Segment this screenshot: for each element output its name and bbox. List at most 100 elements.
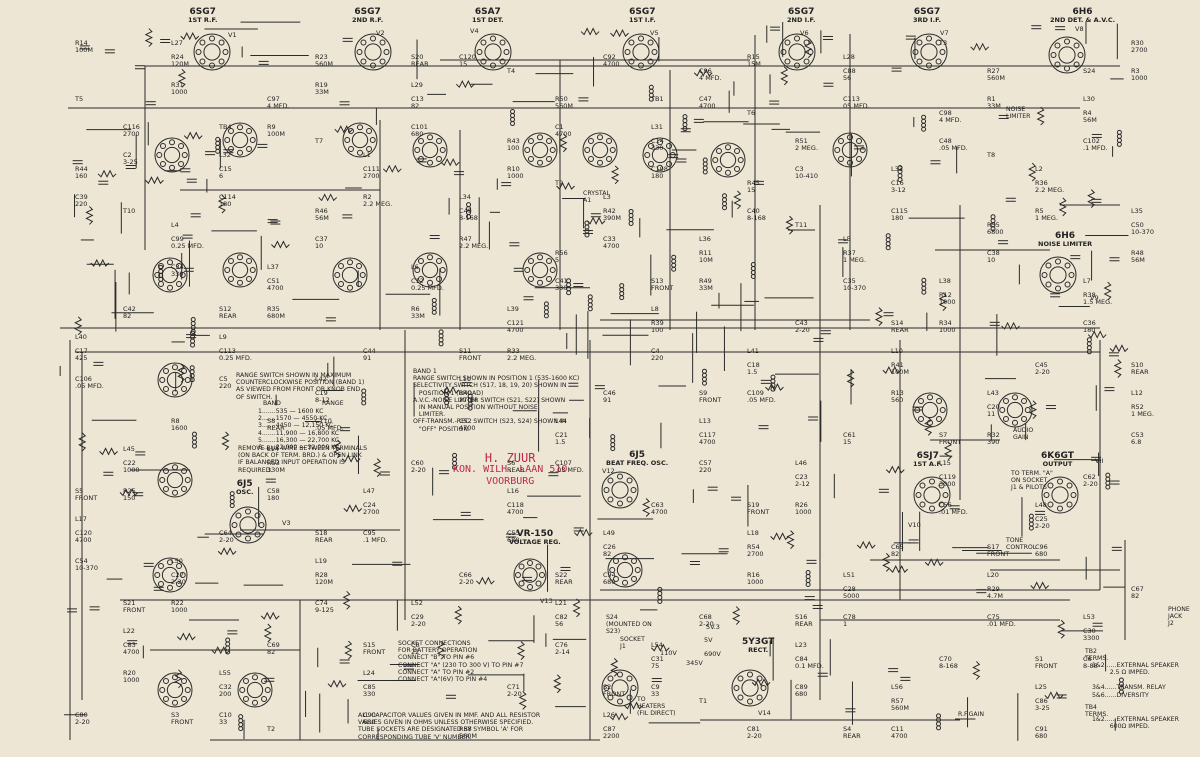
coil-turn — [936, 713, 942, 719]
tube-socket-key — [611, 481, 629, 499]
switch-side: REAR — [795, 620, 813, 628]
tube-socket-pin — [499, 39, 506, 46]
coil-turn — [701, 372, 707, 378]
tube-socket-pin — [939, 407, 946, 413]
component-ref: C106 — [75, 375, 92, 383]
component-value: 8-12 — [315, 396, 330, 404]
switch-ref: S11 — [459, 347, 472, 355]
coil-turn — [431, 301, 437, 307]
resistor-symbol — [183, 131, 203, 140]
tube-socket-pin — [379, 58, 386, 65]
tube-socket-key — [166, 371, 184, 389]
tube-socket-pin — [606, 137, 613, 144]
tube-socket-pin — [195, 49, 202, 55]
component-ref: R13 — [891, 389, 904, 397]
tube-ref: V14 — [758, 709, 771, 717]
tube-socket-key — [246, 681, 264, 699]
tube-socket-pin — [1002, 416, 1009, 423]
tube-socket-pin — [837, 137, 844, 144]
tube-socket-pin — [436, 276, 443, 283]
switch-wafer — [152, 557, 188, 593]
coil-turn — [431, 309, 437, 315]
component-value: 4700 — [123, 648, 140, 656]
tube-socket-pin — [169, 139, 175, 146]
coil-turn — [229, 495, 235, 501]
switch-wafer — [157, 672, 193, 708]
tube-socket-pin — [156, 152, 163, 158]
component-symbols — [67, 25, 1129, 732]
tube-socket-pin — [527, 137, 534, 144]
coil-turn — [610, 434, 616, 440]
tube-socket-pin — [756, 675, 763, 682]
tube-socket — [193, 33, 231, 71]
transformer-ref: T7 — [315, 137, 324, 145]
coil-turn — [1116, 129, 1122, 135]
coil-ref: L20 — [987, 571, 999, 579]
component-ref: C2 — [123, 151, 132, 159]
coil-ref: L44 — [555, 417, 567, 425]
resistor-symbol — [1057, 619, 1066, 639]
component-value: 9-125 — [315, 606, 334, 614]
tube-socket-pin — [669, 152, 676, 158]
component-ref: C121 — [507, 319, 524, 327]
component-value: 2-20 — [459, 578, 474, 586]
resistor-symbol — [144, 28, 153, 47]
component-ref: C113 — [843, 95, 860, 103]
switch-ref: TB1 — [651, 95, 664, 103]
coil-turn — [1105, 476, 1111, 482]
switch-side: REAR — [843, 732, 861, 740]
tube-socket-pin — [172, 489, 178, 496]
tube-socket-pin — [1057, 478, 1063, 485]
resistor-symbol — [334, 125, 354, 134]
resistor-symbol — [610, 29, 629, 38]
noise-limiter-label: NOISE LIMITER — [1006, 106, 1031, 121]
tube-socket-pin — [803, 58, 810, 65]
component-value: 680 — [507, 536, 520, 544]
coil-turn — [1105, 472, 1111, 478]
coil-ref: L43 — [987, 389, 999, 397]
component-ref: C89 — [795, 683, 808, 691]
coil-ref: L35 — [1131, 207, 1143, 215]
tube-socket-pin — [626, 675, 633, 682]
voltage-label: 690V — [704, 650, 721, 658]
coil-turn — [438, 329, 444, 335]
switch-wafer — [997, 392, 1033, 428]
coil-turn — [619, 295, 625, 301]
component-ref: C44 — [363, 347, 376, 355]
resistor-symbol — [341, 454, 361, 463]
component-ref: C37 — [315, 235, 328, 243]
coil-turn — [191, 431, 197, 437]
component-value: 560M — [891, 704, 910, 712]
tb2-diversity: 5&6......DIVERSITY — [1092, 692, 1149, 699]
tube-socket-pin — [436, 137, 443, 144]
resistor-symbol — [454, 605, 463, 625]
resistor-symbol — [553, 674, 562, 694]
tube-socket-pin — [162, 467, 169, 474]
tube-ref: V5 — [650, 29, 659, 37]
tube-socket-pin — [154, 572, 161, 578]
tube-socket-pin — [527, 584, 533, 590]
component-value: 56 — [843, 74, 852, 82]
tube-socket-pin — [370, 62, 376, 69]
switch-wafer — [412, 252, 448, 288]
resistor-symbol — [732, 606, 741, 625]
tube-socket-pin — [1021, 397, 1028, 404]
component-ref: C82 — [555, 613, 568, 621]
switch-ref: S20 — [411, 53, 424, 61]
tube-socket-pin — [480, 39, 487, 46]
tube-socket-pin — [235, 512, 242, 519]
component-value: 22 — [411, 648, 420, 656]
tube-socket-pin — [518, 563, 525, 570]
tube-socket-pin — [747, 671, 753, 678]
switch-ref: S6 — [507, 459, 516, 467]
coil-turn — [657, 586, 663, 592]
coil-ref: L48 — [1035, 501, 1047, 509]
coil-turn — [619, 287, 625, 293]
tube-socket-pin — [546, 137, 553, 144]
component-value: 56M — [315, 214, 329, 222]
component-ref: R15 — [747, 53, 760, 61]
coil-turn — [1028, 513, 1034, 519]
tube-socket-pin — [1047, 482, 1054, 489]
